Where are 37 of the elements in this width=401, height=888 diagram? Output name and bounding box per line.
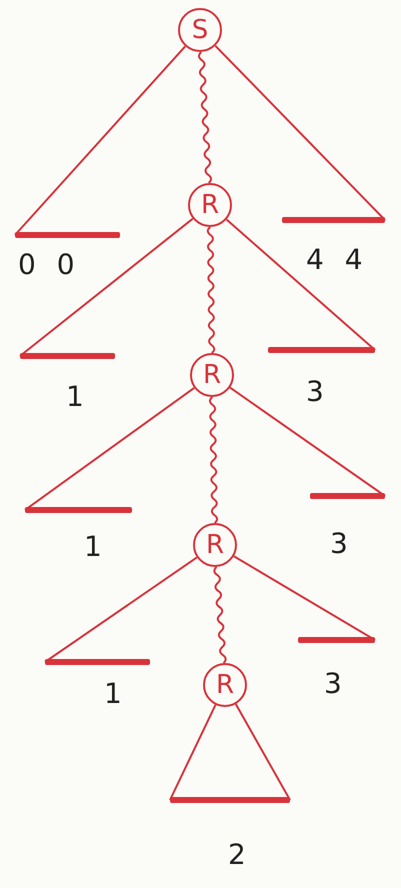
leaf-bar	[45, 659, 150, 665]
connector-line	[226, 218, 376, 351]
leaf-value: 1	[66, 380, 90, 413]
connector-line	[229, 386, 386, 497]
leaf-bar	[282, 217, 385, 223]
leaf-value: 1	[104, 677, 128, 710]
wavy-line	[208, 396, 218, 524]
connector-line	[24, 387, 195, 511]
connector-line	[234, 704, 291, 800]
leaf-value: 3	[306, 375, 330, 408]
leaf-bar	[15, 232, 120, 238]
leaf-bar	[170, 797, 290, 803]
leaf-value: 1	[84, 530, 108, 563]
wavy-line	[213, 566, 227, 664]
tree-node-circle: R	[193, 523, 237, 567]
wavy-line	[198, 51, 212, 184]
leaf-bar	[298, 637, 375, 643]
leaf-value: 0 0	[18, 248, 81, 281]
tree-node-circle: S	[178, 8, 222, 52]
leaf-bar	[25, 507, 132, 513]
tree-node-circle: R	[203, 663, 247, 707]
connector-line	[214, 45, 386, 221]
leaf-value: 3	[324, 667, 348, 700]
connector-line	[169, 704, 216, 800]
tree-node-circle: R	[188, 183, 232, 227]
leaf-bar	[20, 353, 115, 359]
tree-node-circle: R	[190, 353, 234, 397]
leaf-value: 4 4	[306, 243, 369, 276]
wavy-line	[206, 226, 216, 354]
leaf-bar	[268, 347, 375, 353]
connector-line	[19, 218, 194, 357]
connector-line	[44, 556, 198, 663]
leaf-value: 2	[228, 838, 252, 871]
connector-line	[233, 555, 376, 641]
leaf-value: 3	[330, 527, 354, 560]
connector-line	[14, 46, 186, 236]
leaf-bar	[310, 493, 385, 499]
